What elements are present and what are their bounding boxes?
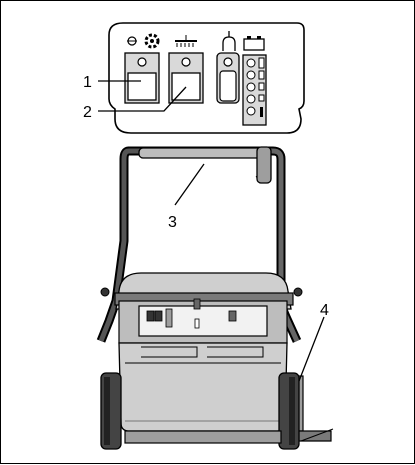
callout-line-3 [174,163,205,206]
key-switch[interactable] [216,52,240,104]
vacuum-switch[interactable] [124,52,160,104]
callout-line-2 [98,86,187,112]
callout-1: 1 [83,74,92,91]
brush-icon [175,35,197,47]
callout-2: 2 [83,104,92,121]
key-switch-icon [222,31,236,51]
control-panel [108,22,305,134]
callout-4: 4 [320,302,329,319]
callout-line-4 [298,316,325,382]
brush-switch[interactable] [168,52,204,104]
callout-3: 3 [168,214,177,231]
vacuum-fan-icon [127,33,160,49]
sweeper-body [100,272,334,450]
battery-icon [243,36,265,51]
battery-level-indicator [242,54,267,126]
